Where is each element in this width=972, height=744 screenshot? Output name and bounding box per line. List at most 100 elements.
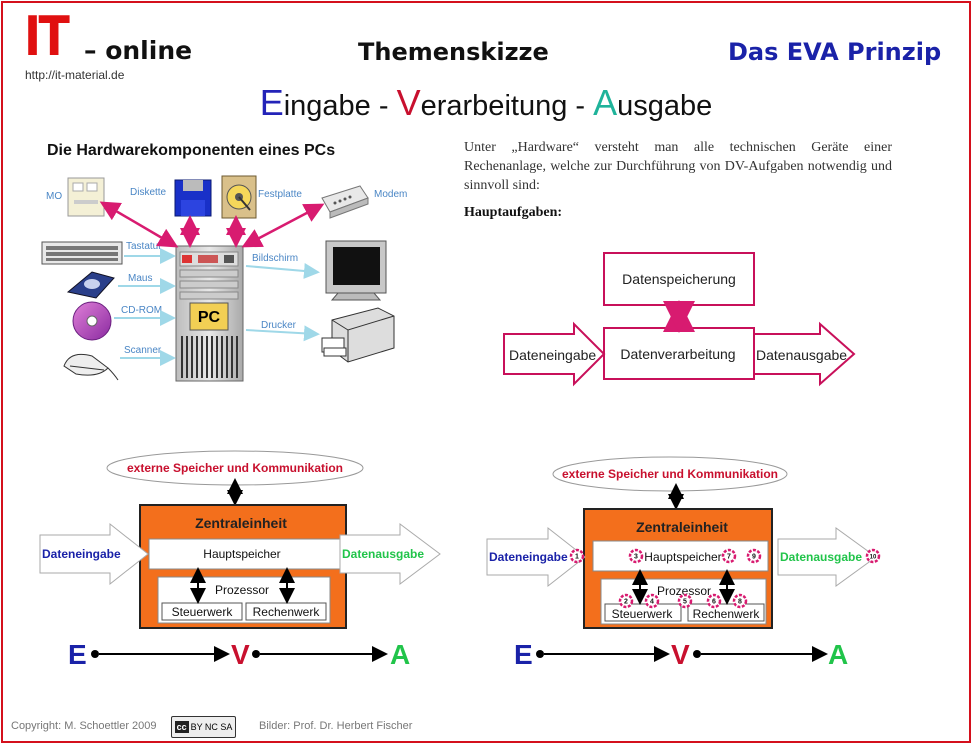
eva-v-letter: V (396, 82, 421, 123)
right-rechenwerk-label: Rechenwerk (693, 607, 761, 621)
left-datenausgabe-label: Datenausgabe (342, 547, 424, 561)
dateneingabe-arrow (503, 321, 606, 387)
center-title: Themenskizze (358, 38, 549, 66)
step-badge-3-label: 3 (634, 554, 638, 561)
left-externe-label: externe Speicher und Kommunikation (127, 461, 343, 475)
left-prozessor-label: Prozessor (215, 583, 269, 597)
logo-url[interactable]: http://it-material.de (25, 68, 125, 82)
flow-datenausgabe-label: Datenausgabe (756, 347, 847, 363)
cc-license-badge[interactable]: cc BY NC SA (171, 716, 236, 738)
step-badge-4-label: 4 (650, 599, 654, 606)
right-externe-label: externe Speicher und Kommunikation (562, 467, 778, 481)
step-badge-3: 3 (628, 548, 644, 564)
hardware-title: Die Hardwarekomponenten eines PCs (47, 142, 336, 159)
mouse-icon (66, 271, 115, 299)
right-zentraleinheit-label: Zentraleinheit (636, 519, 728, 535)
right-prozessor-label: Prozessor (657, 584, 711, 598)
copyright-text: Copyright: M. Schoettler 2009 (11, 720, 157, 732)
eva-v-rest: erarbeitung (420, 90, 568, 122)
step-badge-7: 7 (721, 548, 737, 564)
step-badge-8-label: 8 (738, 599, 742, 606)
right-steuerwerk-label: Steuerwerk (612, 607, 674, 621)
eva-e-rest: ingabe (283, 90, 371, 122)
step-badge-10: 10 (865, 548, 881, 564)
bildschirm-label: Bildschirm (252, 253, 298, 264)
eva-sep-2: - (567, 90, 594, 122)
eva-a-rest: usgabe (617, 90, 713, 122)
printer-icon (321, 307, 395, 363)
left-e-letter: E (68, 639, 87, 670)
monitor-icon (325, 240, 387, 301)
cdrom-icon (72, 301, 112, 341)
step-badge-10-label: 10 (870, 555, 877, 561)
image-credits: Bilder: Prof. Dr. Herbert Fischer (259, 720, 413, 732)
cc-terms: BY NC SA (190, 722, 233, 732)
eva-diagram-left (39, 450, 441, 662)
festplatte-label: Festplatte (258, 189, 302, 200)
scanner-icon (63, 353, 119, 381)
left-v-letter: V (231, 639, 250, 670)
step-badge-5-label: 5 (683, 599, 687, 606)
keyboard-icon (41, 241, 123, 265)
mo-drive-icon (67, 177, 105, 217)
left-hauptspeicher-label: Hauptspeicher (203, 547, 280, 561)
step-badge-1: 1 (569, 548, 585, 564)
drucker-label: Drucker (261, 320, 297, 331)
step-badges: 1 2 3 4 5 6 7 8 9 10 (569, 548, 881, 609)
datenverarbeitung-box (603, 327, 755, 380)
eva-headline: Eingabe - Verarbeitung - Ausgabe (0, 82, 972, 124)
datenspeicherung-box (603, 252, 755, 306)
left-a-letter: A (390, 639, 410, 670)
cc-icon: cc (174, 721, 189, 733)
hard-disk-icon (221, 175, 257, 219)
left-steuerwerk-label: Steuerwerk (172, 605, 234, 619)
logo-it: IT (24, 5, 70, 68)
tastatur-label: Tastatur (126, 241, 162, 252)
right-datenausgabe-label: Datenausgabe (780, 550, 862, 564)
step-badge-4: 4 (644, 593, 660, 609)
step-badge-5: 5 (677, 593, 693, 609)
mo-label: MO (46, 191, 62, 202)
diskette-icon (174, 179, 212, 217)
diskette-label: Diskette (130, 187, 167, 198)
flow-diagram (503, 252, 856, 387)
pc-tower-icon (175, 245, 244, 382)
flow-dateneingabe-label: Dateneingabe (509, 347, 596, 363)
step-badge-7-label: 7 (727, 554, 731, 561)
modem-icon (321, 185, 369, 219)
step-badge-9-label: 9 (752, 554, 756, 561)
step-badge-6: 6 (706, 593, 722, 609)
left-dateneingabe-label: Dateneingabe (42, 547, 121, 561)
datenverarbeitung-label: Datenverarbeitung (620, 346, 735, 362)
step-badge-6-label: 6 (712, 599, 716, 606)
maus-label: Maus (128, 273, 152, 284)
step-badge-8: 8 (732, 593, 748, 609)
datenausgabe-arrow (753, 321, 856, 387)
step-badge-1-label: 1 (575, 554, 579, 561)
right-title: Das EVA Prinzip (728, 38, 942, 66)
eva-sep-1: - (370, 90, 397, 122)
hardware-arrows (99, 201, 325, 366)
hardware-description: Unter „Hardware“ versteht man alle techn… (464, 140, 892, 193)
step-badge-9: 9 (746, 548, 762, 564)
step-badge-2-label: 2 (624, 599, 628, 606)
right-v-letter: V (671, 639, 690, 670)
right-dateneingabe-label: Dateneingabe (489, 550, 568, 564)
logo-online: – online (84, 36, 193, 65)
right-e-letter: E (514, 639, 533, 670)
eva-a-letter: A (593, 82, 618, 123)
pc-label: PC (198, 309, 221, 326)
right-hauptspeicher-label: Hauptspeicher (644, 550, 721, 564)
left-rechenwerk-label: Rechenwerk (253, 605, 321, 619)
hauptaufgaben-heading: Hauptaufgaben: (464, 205, 563, 220)
left-zentraleinheit-label: Zentraleinheit (195, 515, 287, 531)
cdrom-label: CD-ROM (121, 305, 162, 316)
datenspeicherung-label: Datenspeicherung (622, 271, 736, 287)
modem-label: Modem (374, 189, 407, 200)
step-badge-2: 2 (618, 593, 634, 609)
right-a-letter: A (828, 639, 848, 670)
scanner-label: Scanner (124, 345, 162, 356)
eva-e-letter: E (259, 82, 284, 123)
